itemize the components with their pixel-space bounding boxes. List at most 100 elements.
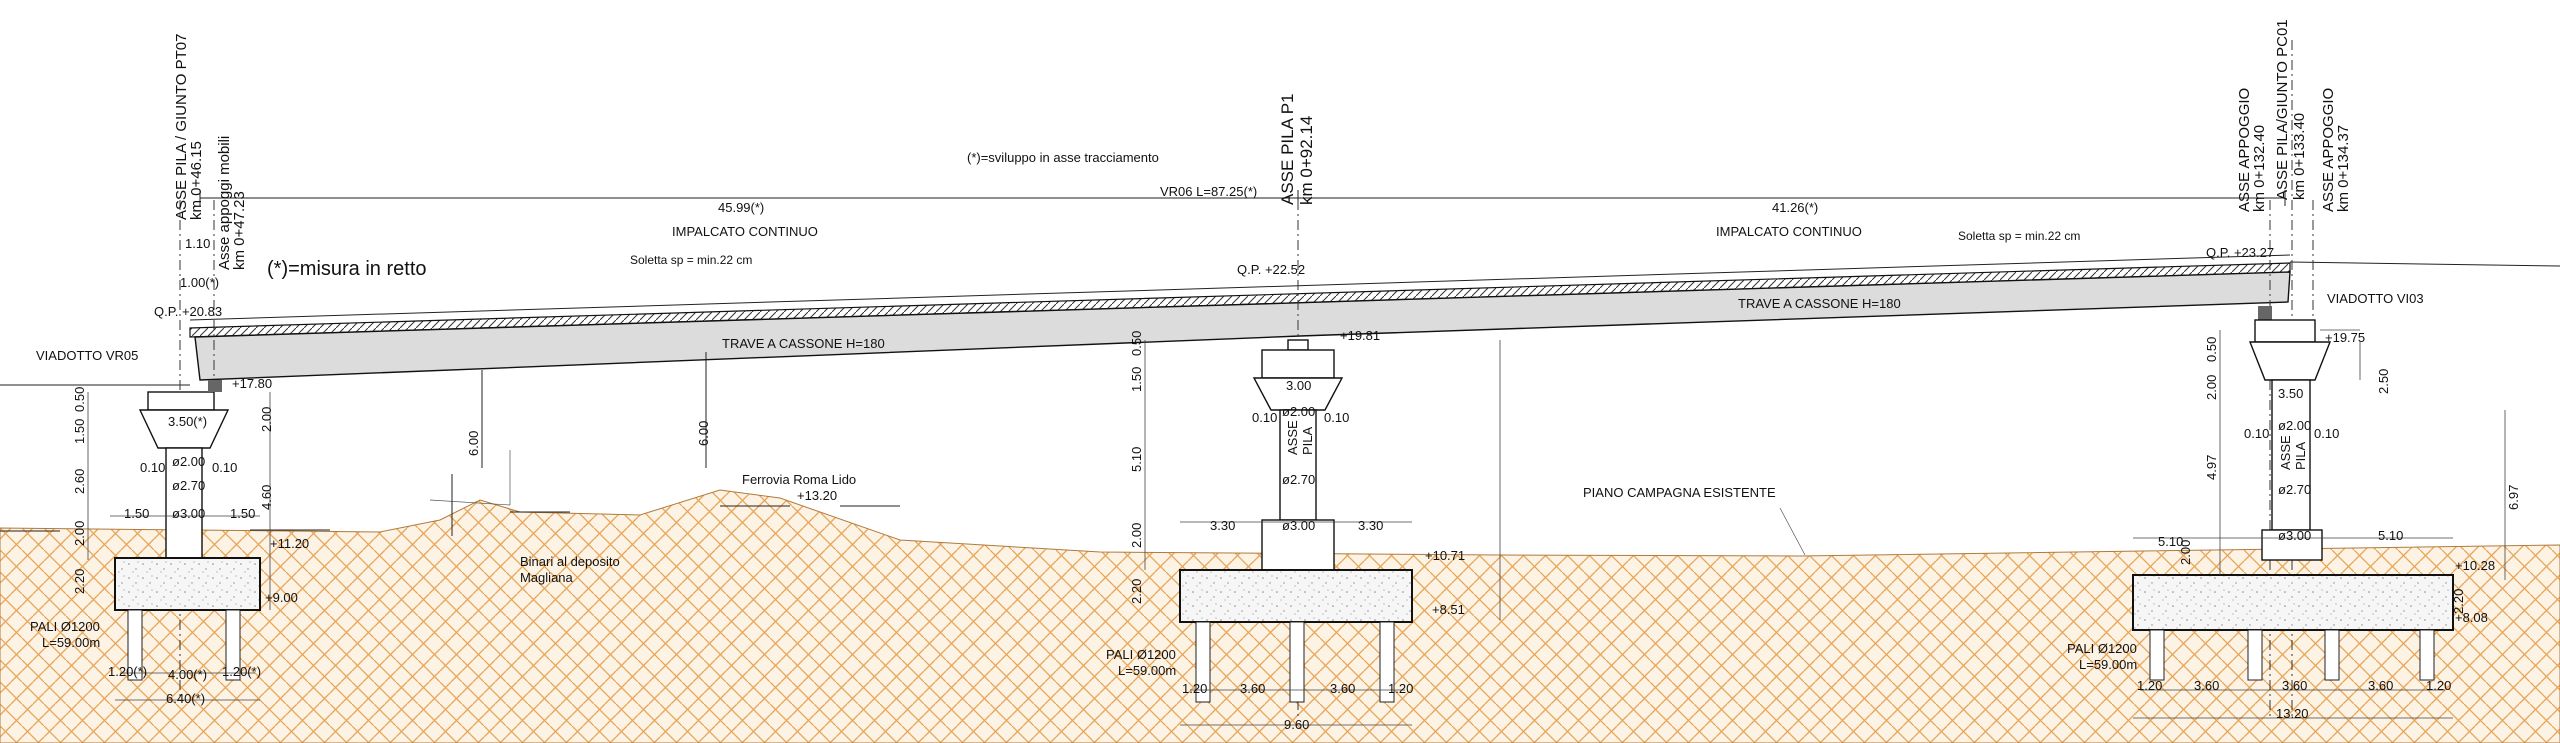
mid-dim-010b: 0.10 bbox=[1324, 410, 1349, 425]
axis-pt07-km: km 0+46.15 bbox=[188, 141, 205, 220]
dim-100s: 1.00(*) bbox=[180, 275, 219, 290]
left-dim-verticals bbox=[87, 392, 271, 610]
mid-dim-360b: 3.60 bbox=[1330, 681, 1355, 696]
dim-200b: 2.00 bbox=[259, 407, 274, 432]
level-1071: +10.71 bbox=[1425, 548, 1465, 563]
dim-110: 1.10 bbox=[185, 236, 210, 251]
dim-150c: 1.50 bbox=[230, 506, 255, 521]
mid-phi300: ø3.00 bbox=[1282, 518, 1315, 533]
trave-1: TRAVE A CASSONE H=180 bbox=[722, 336, 885, 351]
binari-label-2: Magliana bbox=[520, 570, 574, 585]
right-dim-360c: 3.60 bbox=[2368, 678, 2393, 693]
axis-pc01-km: km 0+133.40 bbox=[2291, 113, 2308, 200]
note-sviluppo: (*)=sviluppo in asse tracciamento bbox=[967, 150, 1159, 165]
axis-app-left-km: km 0+132.40 bbox=[2251, 125, 2268, 212]
footing-dim-lines bbox=[110, 515, 2453, 539]
mid-phi270: ø2.70 bbox=[1282, 472, 1315, 487]
qp-left: Q.P. +20.83 bbox=[154, 304, 222, 319]
mid-dim-330a: 3.30 bbox=[1210, 518, 1235, 533]
level-851: +8.51 bbox=[1432, 602, 1465, 617]
right-dim-510a: 5.10 bbox=[2158, 534, 2183, 549]
right-dim-497: 4.97 bbox=[2204, 455, 2219, 480]
viadotto-right: VIADOTTO VI03 bbox=[2327, 291, 2424, 306]
deck bbox=[189, 254, 2291, 381]
mid-dim-120a: 1.20 bbox=[1182, 681, 1207, 696]
mid-dim-330b: 3.30 bbox=[1358, 518, 1383, 533]
piano-leader bbox=[1779, 507, 1806, 556]
right-dim-120b: 1.20 bbox=[2426, 678, 2451, 693]
right-phi200: ø2.00 bbox=[2278, 418, 2311, 433]
qp-right: Q.P. +23.27 bbox=[2206, 245, 2274, 260]
bottom-dim-lines bbox=[115, 699, 2453, 726]
ferrovia-label: Ferrovia Roma Lido bbox=[742, 472, 856, 487]
pali-left-len: L=59.00m bbox=[42, 635, 100, 650]
dim-150a: 1.50 bbox=[72, 419, 87, 444]
mid-dim-verticals bbox=[1144, 340, 1501, 620]
pali-left: PALI Ø1200 bbox=[30, 619, 100, 634]
right-phi300: ø3.00 bbox=[2278, 528, 2311, 543]
mid-dim-120b: 1.20 bbox=[1388, 681, 1413, 696]
dim-phi200a: ø2.00 bbox=[172, 454, 205, 469]
right-dim-1320: 13.20 bbox=[2276, 706, 2309, 721]
qp-mid: Q.P. +22.52 bbox=[1237, 262, 1305, 277]
deck-total: VR06 L=87.25(*) bbox=[1160, 184, 1257, 199]
mid-dim-010a: 0.10 bbox=[1252, 410, 1277, 425]
pile-spacing-lines bbox=[120, 672, 2445, 691]
right-dim-verticals bbox=[2219, 330, 2506, 580]
mid-dim-050: 0.50 bbox=[1129, 331, 1144, 356]
dim-phi270a: ø2.70 bbox=[172, 478, 205, 493]
dim-400s: 4.00(*) bbox=[168, 667, 207, 682]
right-dim-250: 2.50 bbox=[2376, 369, 2391, 394]
right-dim-510b: 5.10 bbox=[2378, 528, 2403, 543]
axis-pt07-label: ASSE PILA / GIUNTO PT07 bbox=[173, 34, 190, 220]
rail-tracks bbox=[0, 474, 900, 536]
level-1028: +10.28 bbox=[2455, 558, 2495, 573]
soletta-1: Soletta sp = min.22 cm bbox=[630, 253, 752, 267]
road-right-line bbox=[2289, 261, 2560, 267]
mid-dim-960: 9.60 bbox=[1284, 717, 1309, 732]
mid-dim-300: 3.00 bbox=[1286, 378, 1311, 393]
axis-app-left-label: ASSE APPOGGIO bbox=[2236, 88, 2253, 212]
pali-mid-len: L=59.00m bbox=[1118, 663, 1176, 678]
pila-right: PILA bbox=[2293, 441, 2308, 470]
right-dim-697: 6.97 bbox=[2506, 485, 2521, 510]
impalcato-1: IMPALCATO CONTINUO bbox=[672, 224, 818, 239]
clearance-lines bbox=[481, 352, 707, 468]
mid-dim-200: 2.00 bbox=[1129, 523, 1144, 548]
right-dim-360a: 3.60 bbox=[2194, 678, 2219, 693]
mid-dim-150: 1.50 bbox=[1129, 367, 1144, 392]
dim-200a: 2.00 bbox=[72, 521, 87, 546]
trave-2: TRAVE A CASSONE H=180 bbox=[1738, 296, 1901, 311]
level-1975: +19.75 bbox=[2325, 330, 2365, 345]
right-dim-200b: 2.00 bbox=[2178, 540, 2193, 565]
axis-appoggi-km: km 0+47.23 bbox=[231, 191, 248, 270]
right-dim-010a: 0.10 bbox=[2244, 426, 2269, 441]
axis-p1-km: km 0+92.14 bbox=[1297, 116, 1316, 205]
mid-dim-510: 5.10 bbox=[1129, 447, 1144, 472]
level-808: +8.08 bbox=[2455, 610, 2488, 625]
deck-span2: 41.26(*) bbox=[1772, 200, 1818, 215]
dim-120s1: 1.20(*) bbox=[108, 664, 147, 679]
level-1320: +13.20 bbox=[797, 488, 837, 503]
axis-app-right-label: ASSE APPOGGIO bbox=[2320, 88, 2337, 212]
top-dimension bbox=[199, 190, 2286, 206]
level-1120: +11.20 bbox=[270, 536, 309, 551]
dim-120s2: 1.20(*) bbox=[222, 664, 261, 679]
dim-phi300a: ø3.00 bbox=[172, 506, 205, 521]
dim-150b: 1.50 bbox=[124, 506, 149, 521]
rail-leader bbox=[429, 450, 511, 506]
right-phi270: ø2.70 bbox=[2278, 482, 2311, 497]
asse-mid: ASSE bbox=[1285, 420, 1300, 455]
axis-pc01-label: ASSE PILA/GIUNTO PC01 bbox=[2274, 19, 2291, 200]
pali-right-len: L=59.00m bbox=[2079, 657, 2137, 672]
right-dim-120a: 1.20 bbox=[2137, 678, 2162, 693]
pier-mid bbox=[1179, 339, 1413, 703]
pali-mid: PALI Ø1200 bbox=[1106, 647, 1176, 662]
mid-dim-220: 2.20 bbox=[1129, 579, 1144, 604]
pier-right bbox=[2132, 306, 2454, 681]
right-dim-050: 0.50 bbox=[2204, 337, 2219, 362]
dim-260: 2.60 bbox=[72, 469, 87, 494]
dim-010b: 0.10 bbox=[212, 460, 237, 475]
deck-span1: 45.99(*) bbox=[718, 200, 764, 215]
